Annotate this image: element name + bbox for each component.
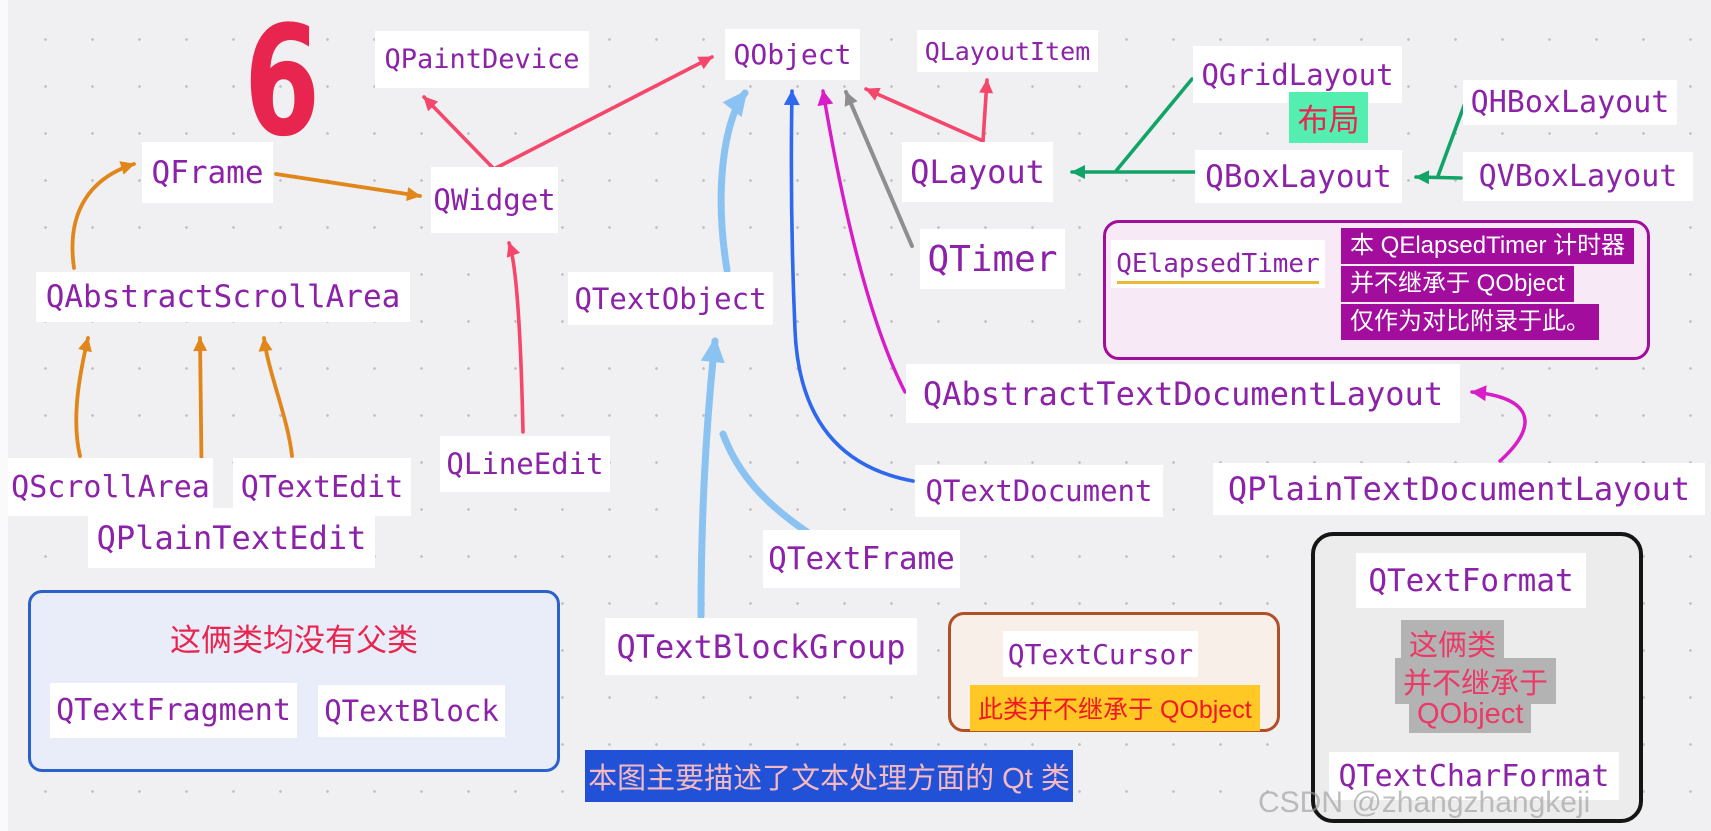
arrow-qtextobject-to-qobject <box>717 89 749 274</box>
elapsed-timer-note: 本 QElapsedTimer 计时器 并不继承于 QObject 仅作为对比附… <box>1341 228 1635 342</box>
class-label-qtimer: QTimer <box>920 229 1065 289</box>
class-label-qtextobject: QTextObject <box>568 272 773 325</box>
arrow-qvboxlayout-to-qboxlayout <box>1414 170 1463 185</box>
arrow-qabstractscrollarea-to-qframe <box>70 161 136 270</box>
class-label-qboxlayout: QBoxLayout <box>1195 150 1402 203</box>
class-label-qpaintdevice: QPaintDevice <box>375 31 589 88</box>
arrow-qtextdocument-to-qobject <box>783 89 915 483</box>
class-label-qvboxlayout: QVBoxLayout <box>1463 152 1693 201</box>
class-label-qtextcharformat: QTextCharFormat <box>1329 752 1619 800</box>
class-label-qlineedit: QLineEdit <box>440 436 610 492</box>
class-label-qtextcursor: QTextCursor <box>1003 631 1198 677</box>
class-label-qelapsedtimer: QElapsedTimer <box>1111 240 1325 288</box>
class-label-qframe: QFrame <box>142 142 273 203</box>
elapsed-note-line: 仅作为对比附录于此。 <box>1341 304 1599 340</box>
class-label-qtextformat: QTextFormat <box>1356 553 1586 608</box>
class-label-qtextframe: QTextFrame <box>763 530 960 588</box>
left-edge-strip <box>0 0 8 831</box>
class-label-qtextedit: QTextEdit <box>233 458 411 516</box>
page-number: 6 <box>244 0 321 170</box>
arrow-qframe-to-qwidget <box>274 172 422 201</box>
elapsed-note-line: 本 QElapsedTimer 计时器 <box>1341 228 1635 264</box>
class-label-qtextblock: QTextBlock <box>318 685 505 737</box>
elapsed-note-line: 并不继承于 QObject <box>1341 266 1574 302</box>
no-parent-note-panel: 这俩类均没有父类 <box>28 590 560 772</box>
class-label-qabstractscrollarea: QAbstractScrollArea <box>36 272 410 322</box>
class-label-qobject: QObject <box>725 29 860 80</box>
watermark: CSDN @zhangzhangkeji <box>1258 786 1591 819</box>
class-label-qlayout: QLayout <box>902 142 1053 202</box>
class-label-qwidget: QWidget <box>431 167 558 233</box>
arrow-qlayout-to-qlayoutitem <box>979 78 994 143</box>
text-cursor-panel: QTextCursor 此类并不继承于 QObject <box>948 612 1280 732</box>
arrow-branch-qtextframe <box>719 430 814 538</box>
no-parent-title: 这俩类均没有父类 <box>170 623 418 658</box>
text-format-panel: QTextFormat 这俩类 并不继承于 QObject QTextCharF… <box>1311 532 1643 823</box>
line-qgridlayout-join <box>1114 77 1194 173</box>
arrow-qlineedit-to-qwidget <box>506 241 525 434</box>
arrow-qtextblockgroup-to-qtextobject <box>697 337 725 620</box>
class-label-qscrollarea: QScrollArea <box>8 458 213 516</box>
class-label-qtextblockgroup: QTextBlockGroup <box>605 618 917 675</box>
arrow-qabstracttextdocumentlayout-to-qobject <box>817 89 907 394</box>
arrow-qscrollarea-to-qabstractscrollarea <box>74 336 92 458</box>
class-label-qplaintextedit: QPlainTextEdit <box>88 508 375 568</box>
layout-badge: 布局 <box>1289 92 1368 143</box>
arrow-qplaintextdocumentlayout-to-qabstracttextdocumentlayout <box>1470 385 1527 463</box>
arrow-qlayout-to-qobject <box>864 87 985 143</box>
arrow-qtextedit-to-qabstractscrollarea <box>258 336 294 458</box>
class-label-qplaintextdocumentlayout: QPlainTextDocumentLayout <box>1213 463 1705 515</box>
line-qhboxlayout-join <box>1436 101 1467 178</box>
class-label-qtextfragment: QTextFragment <box>50 683 297 738</box>
footer-banner: 本图主要描述了文本处理方面的 Qt 类 <box>585 750 1073 802</box>
format-note-line: QObject <box>1409 696 1532 733</box>
cursor-note: 此类并不继承于 QObject <box>970 685 1260 731</box>
class-label-qhboxlayout: QHBoxLayout <box>1463 80 1677 125</box>
arrow-qwidget-to-qpaintdevice <box>422 95 496 171</box>
class-label-qlayoutitem: QLayoutItem <box>917 30 1098 72</box>
class-label-qtextdocument: QTextDocument <box>915 465 1163 517</box>
class-label-qabstracttextdocumentlayout: QAbstractTextDocumentLayout <box>906 364 1460 423</box>
elapsed-timer-panel: QElapsedTimer 本 QElapsedTimer 计时器 并不继承于 … <box>1103 220 1650 360</box>
